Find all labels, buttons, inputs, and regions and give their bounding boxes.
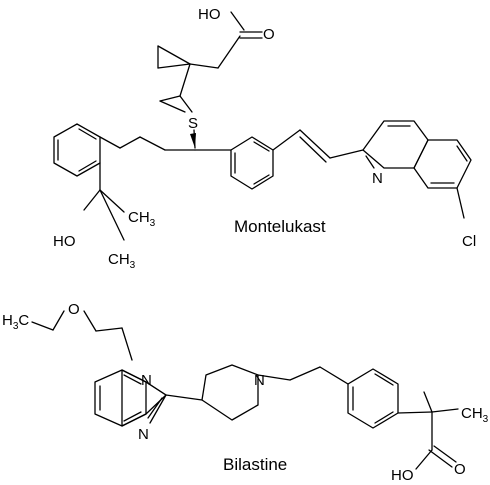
montelukast-methyl-1-label: CH3 <box>128 209 156 229</box>
bilastine-name: Bilastine <box>223 455 287 474</box>
bilastine-methyl-label: CH3 <box>461 405 489 425</box>
montelukast-nitrogen-label: N <box>372 170 383 187</box>
montelukast-sulfur-label: S <box>188 115 198 132</box>
montelukast-methyl-2-label: CH3 <box>108 251 136 271</box>
montelukast-thioether <box>119 95 196 151</box>
montelukast-chlorine-label: Cl <box>462 233 476 250</box>
bilastine-ether-o-label: O <box>68 301 80 318</box>
bilastine-acid-ho-label: HO <box>391 467 414 484</box>
bilastine-piperidine <box>201 364 291 421</box>
bilastine-benzimidazole-n2-label: N <box>138 426 149 443</box>
bilastine-ethoxyethyl-chain <box>31 310 133 361</box>
bilastine-benzimidazole-n1-label: N <box>141 372 152 389</box>
montelukast-central-benzene <box>194 136 274 190</box>
montelukast-left-benzene <box>53 123 125 241</box>
bilastine-structure: H3C O N N N CH3 HO O Bilastine <box>2 301 489 484</box>
montelukast-quinoline <box>362 120 472 219</box>
bilastine-benzimidazole <box>94 369 203 427</box>
montelukast-alcohol-ho-label: HO <box>53 233 76 250</box>
montelukast-name: Montelukast <box>234 217 326 236</box>
bilastine-phenylethyl <box>289 366 399 429</box>
montelukast-acid-cyclopropane <box>157 11 263 113</box>
bilastine-ethyl-label: H3C <box>2 312 29 332</box>
montelukast-carbonyl-o-label: O <box>263 26 275 43</box>
montelukast-structure: HO O S N Cl HO CH3 CH3 Montelukast <box>53 6 476 271</box>
stereo-wedge <box>190 133 196 148</box>
bilastine-isobutyric-acid <box>397 391 459 470</box>
montelukast-vinyl <box>272 129 364 163</box>
montelukast-acid-ho-label: HO <box>198 6 221 23</box>
bilastine-carbonyl-o-label: O <box>454 461 466 478</box>
bilastine-piperidine-n-label: N <box>254 372 265 389</box>
